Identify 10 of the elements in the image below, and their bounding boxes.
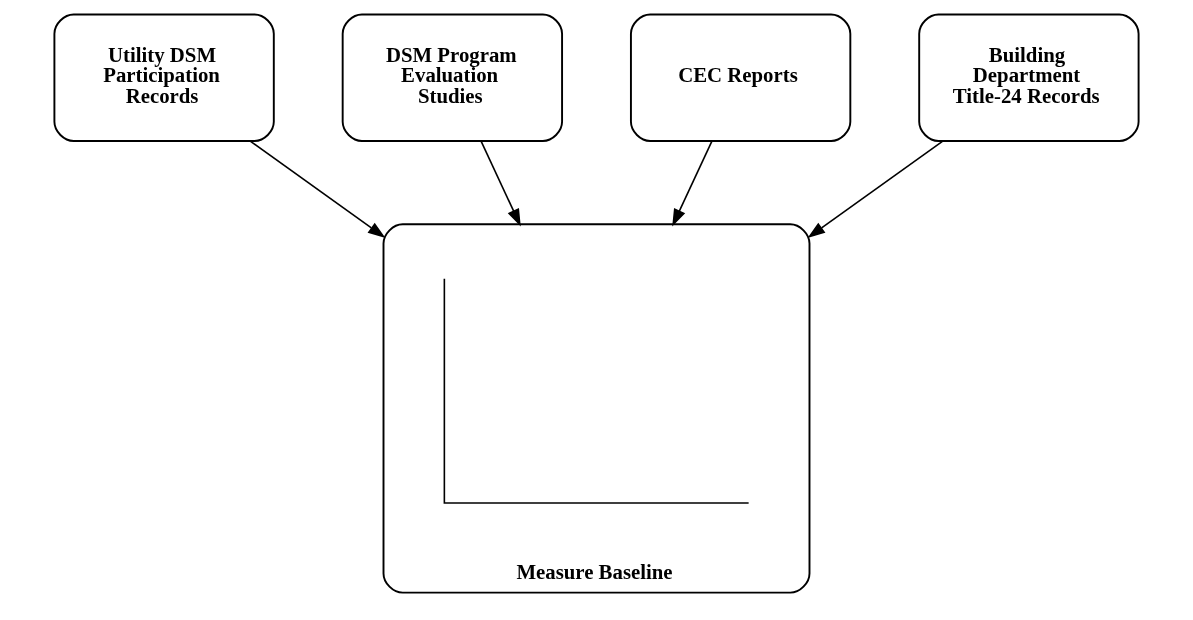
arrow — [249, 140, 386, 239]
arrow — [480, 140, 521, 227]
node-box: Building Department Title-24 Records — [918, 13, 1140, 142]
node-box: Utility DSM Participation Records — [53, 13, 275, 142]
node-box: CEC Reports — [629, 13, 852, 142]
node-picture — [443, 277, 750, 504]
arrow — [807, 140, 944, 239]
arrow — [672, 140, 713, 227]
cluster: Measure Baseline — [382, 223, 811, 594]
node-box: DSM Program Evaluation Studies — [341, 13, 564, 142]
